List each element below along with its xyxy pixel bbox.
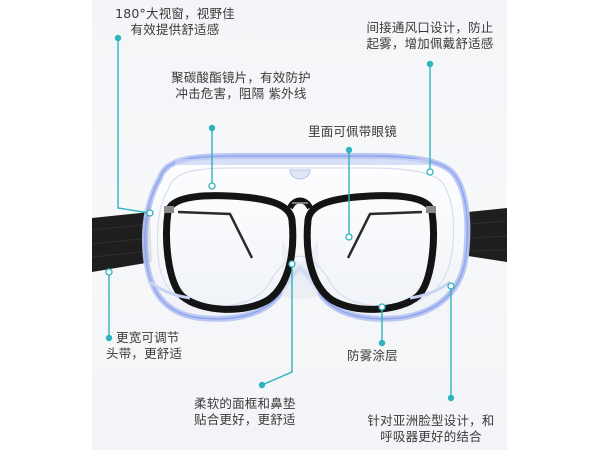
left-strap (91, 212, 152, 272)
callout-text: 冲击危害，阻隔 紫外线 (175, 86, 307, 101)
vent (289, 169, 311, 180)
callout-text: 贴合更好，更舒适 (194, 412, 296, 427)
callout-anti-fog: 防雾涂层 (347, 348, 398, 364)
callout-dots (105, 34, 455, 402)
callout-text: 间接通风口设计，防止 (366, 20, 494, 35)
callout-lines (108, 38, 452, 398)
callout-ventilation: 间接通风口设计，防止 起雾，增加佩戴舒适感 (356, 20, 504, 52)
callout-asian-fit: 针对亚洲脸型设计，和 呼吸器更好的结合 (358, 413, 504, 445)
callout-text: 头带，更舒适 (106, 346, 183, 361)
callout-text: 里面可佩带眼镜 (308, 124, 397, 139)
eyeglasses (163, 192, 437, 313)
callout-text: 聚碳酸酯镜片，有效防护 (171, 70, 311, 85)
callout-wide-view: 180°大视窗，视野佳 有效提供舒适感 (105, 6, 245, 38)
callout-text: 起雾，增加佩戴舒适感 (366, 36, 494, 51)
callout-text: 防雾涂层 (347, 348, 398, 363)
callout-adjustable-strap: 更宽可调节 头带，更舒适 (106, 330, 182, 362)
callout-text: 柔软的面框和鼻垫 (194, 396, 296, 411)
callout-text: 针对亚洲脸型设计，和 (367, 413, 495, 428)
callout-soft-frame: 柔软的面框和鼻垫 贴合更好，更舒适 (194, 396, 296, 428)
callout-glasses-compatible: 里面可佩带眼镜 (308, 124, 397, 140)
right-strap (467, 208, 508, 262)
callout-text: 呼吸器更好的结合 (380, 429, 482, 444)
callout-polycarbonate-lens: 聚碳酸酯镜片，有效防护 冲击危害，阻隔 紫外线 (158, 70, 324, 102)
callout-text: 180°大视窗，视野佳 (115, 6, 235, 21)
callout-text: 更宽可调节 (116, 330, 180, 345)
callout-text: 有效提供舒适感 (130, 22, 220, 37)
